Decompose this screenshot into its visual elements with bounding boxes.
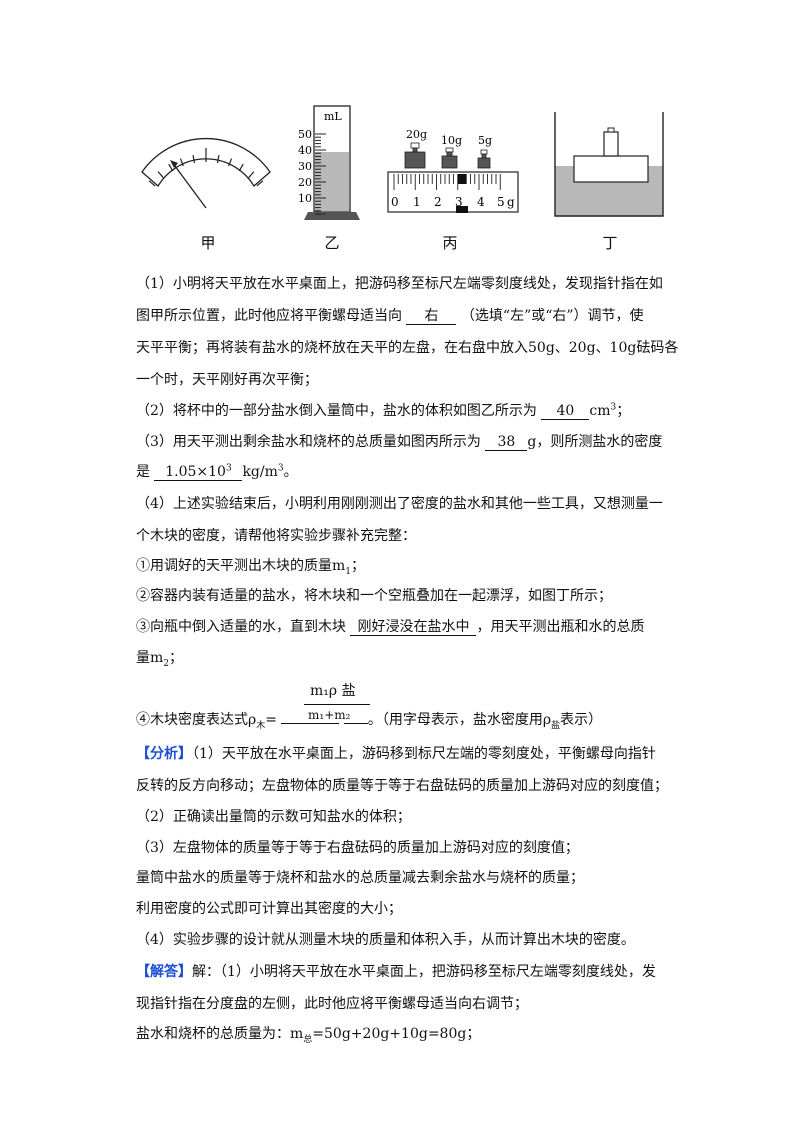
caption-jia: 甲 (200, 234, 216, 252)
bottle (603, 131, 619, 157)
fraction-numerator: m₁ρ 盐 (310, 683, 356, 699)
q2-answer: 40 (541, 403, 590, 420)
caption-bing: 丙 (442, 234, 458, 252)
dial-tick (248, 171, 255, 179)
cyl-label-30: 30 (298, 160, 312, 173)
cyl-label-40: 40 (298, 144, 312, 157)
pointer-tip (170, 160, 178, 168)
weight-label-20g: 20g (406, 128, 427, 141)
weights-scale-figure: 20g 10g 5g 0 1 2 3 4 5 (387, 128, 519, 213)
analysis-line2: 反转的反方向移动；左盘物体的质量等于等于右盘砝码的质量加上游码对应的刻度值； (136, 778, 668, 794)
q1-line4: 一个时，天平刚好再次平衡； (136, 372, 318, 388)
q4-step1: ①用调好的天平测出木块的质量m1； (136, 558, 366, 577)
dial-tick (216, 155, 220, 164)
cyl-label-10: 10 (298, 192, 312, 205)
scale-label-4: 4 (477, 195, 485, 209)
analysis-line5: 量筒中盐水的质量等于烧杯和盐水的总质量减去剩余盐水与烧杯的质量； (136, 870, 584, 886)
dial-tick (238, 163, 244, 172)
q4-step3-cont: 量m2； (136, 650, 184, 669)
analysis-line7: （4）实验步骤的设计就从测量木块的质量和体积入手，从而计算出木块的密度。 (136, 932, 635, 948)
q4-step4-blank (281, 723, 340, 724)
dial-tick (192, 155, 196, 164)
q4-step4-blank2 (343, 723, 368, 724)
rider-scale-ticks (393, 174, 501, 190)
analysis-tag: 【分析】 (136, 746, 192, 762)
analysis-line6: 利用密度的公式即可计算出其密度的大小； (136, 901, 402, 917)
dial-tick (148, 180, 156, 187)
solution-line1: 【解答】解：（1）小明将天平放在水平桌面上，把游码移至标尺左端零刻度线处，发 (136, 964, 656, 980)
analysis-line1: 【分析】（1）天平放在水平桌面上，游码移到标尺左端的零刻度处，平衡螺母向指针 (136, 746, 656, 762)
q4-step4: ④木块密度表达式ρ木= 。（用字母表示，盐水密度用ρ盐表示） (136, 712, 603, 731)
dial-tick (157, 171, 164, 179)
weight-10g (441, 147, 458, 169)
q4-step3-answer: 刚好浸没在盐水中 (350, 619, 477, 636)
q1-line2: 图甲所示位置，此时他应将平衡螺母适当向 右 （选填“左”或“右”）调节，使 (136, 308, 644, 325)
rider-base (456, 206, 468, 213)
solution-tag: 【解答】 (136, 964, 192, 980)
wood-block (573, 155, 649, 183)
dial-tick (228, 158, 233, 167)
q4-step3: ③向瓶中倒入适量的水，直到木块 刚好浸没在盐水中，用天平测出瓶和水的总质 (136, 619, 645, 636)
cylinder-ticks (315, 133, 326, 215)
q3-answer: 38 (485, 434, 528, 451)
solution-line3: 盐水和烧杯的总质量为：m总=50g+20g+10g=80g； (136, 1026, 481, 1045)
solution-line2: 现指针指在分度盘的左侧，此时他应将平衡螺母适当向右调节； (136, 996, 528, 1012)
dial-figure (141, 138, 271, 209)
bottle-cap (607, 127, 615, 133)
q1-line1: （1）小明将天平放在水平桌面上，把游码移至标尺左端零刻度线处，发现指针指在如 (136, 276, 663, 292)
q1-answer: 右 (406, 308, 457, 325)
analysis-line3: （2）正确读出量筒的示数可知盐水的体积； (136, 809, 411, 825)
caption-yi: 乙 (324, 234, 340, 252)
weight-5g (477, 149, 491, 169)
cyl-label-20: 20 (298, 176, 312, 189)
container-walls (554, 112, 664, 217)
scale-label-3: 3 (455, 195, 463, 209)
cylinder-figure: mL 50 40 30 20 10 (298, 105, 360, 220)
weight-label-10g: 10g (441, 134, 462, 147)
analysis-line4: （3）左盘物体的质量等于等于右盘砝码的质量加上游码对应的刻度值； (136, 840, 579, 856)
pointer-needle (171, 161, 207, 209)
dial-tick (179, 158, 184, 167)
scale-label-5: 5 (497, 195, 505, 209)
scale-label-g: g (507, 195, 515, 209)
weight-20g (404, 142, 426, 169)
container-figure (554, 112, 664, 217)
q3-density-answer: 1.05×103 (154, 464, 243, 481)
q1-line3: 天平平衡；再将装有盐水的烧杯放在天平的左盘，在右盘中放入50g、20g、10g砝… (136, 340, 679, 356)
scale-label-1: 1 (413, 195, 421, 209)
scale-label-2: 2 (434, 195, 442, 209)
cylinder-base (304, 212, 360, 220)
q4-step2: ②容器内装有适量的盐水，将木块和一个空瓶叠加在一起漂浮，如图丁所示； (136, 588, 612, 604)
caption-ding: 丁 (602, 234, 618, 252)
dial-arc (141, 138, 271, 188)
fraction-bar (304, 704, 370, 705)
dial-tick (168, 163, 174, 172)
dial-tick (256, 180, 264, 187)
q4-line1: （4）上述实验结束后，小明利用刚刚测出了密度的盐水和其他一些工具，又想测量一 (136, 496, 663, 512)
cylinder-unit: mL (324, 110, 342, 123)
cyl-label-50: 50 (298, 128, 312, 141)
dial-ticks (148, 148, 264, 187)
q4-line2: 个木块的密度，请帮他将实验步骤补充完整： (136, 528, 416, 544)
rider (458, 174, 466, 184)
fraction-denominator: m₁+m₂ (308, 708, 351, 722)
scale-label-0: 0 (391, 195, 399, 209)
weight-label-5g: 5g (478, 134, 492, 147)
